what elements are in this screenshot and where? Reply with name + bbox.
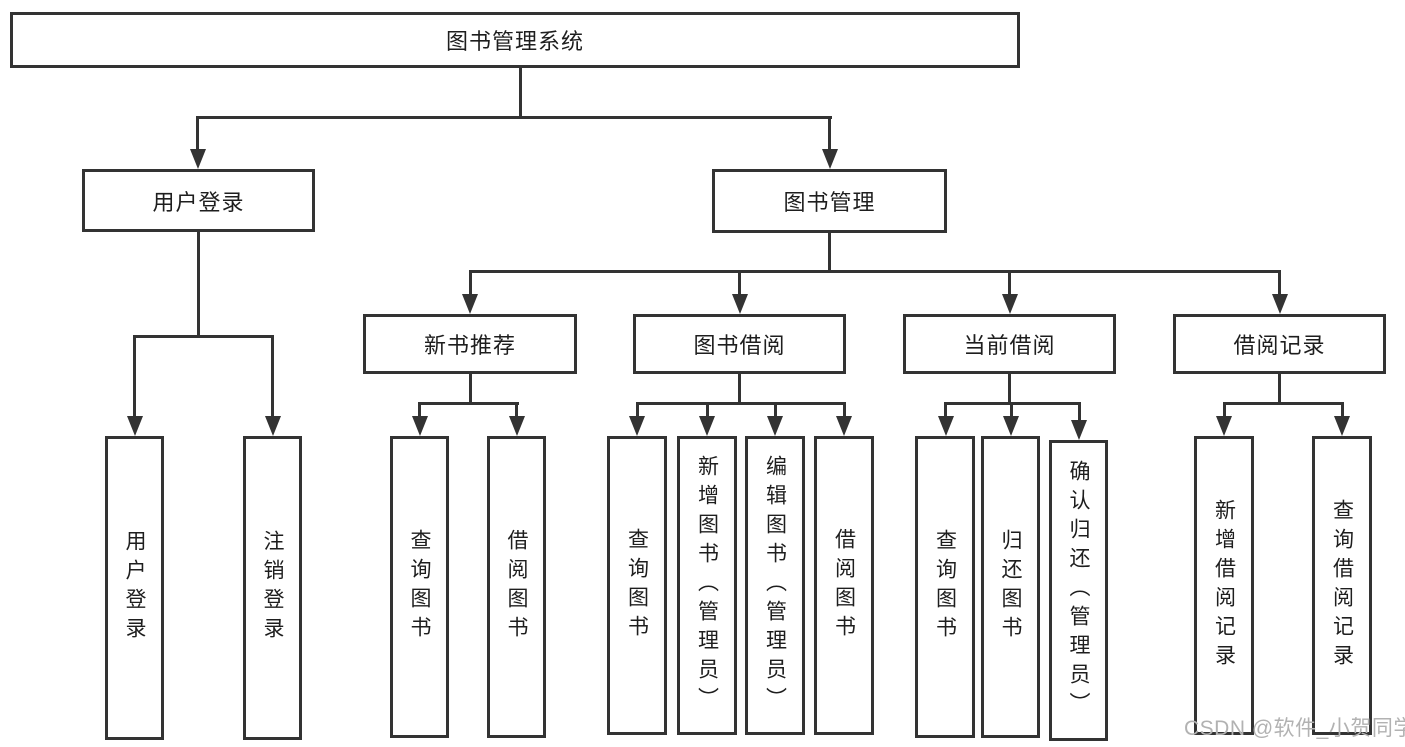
arrowhead-records-add (1216, 416, 1232, 436)
connector-drop-borrowing-edit (774, 402, 777, 418)
connector-borrowing-stem (738, 374, 741, 404)
connector-records-stem (1278, 374, 1281, 404)
connector-drop-borrowing-records (1278, 270, 1281, 298)
node-borrowing-records: 借阅记录 (1173, 314, 1386, 374)
leaf-current-query-books-label: 查询图书 (933, 529, 957, 645)
connector-drop-current-borrowing (1008, 270, 1011, 298)
arrowhead-current-confirm (1071, 420, 1087, 440)
connector-drop-records-query (1341, 402, 1344, 418)
connector-drop-recommend-query (418, 402, 421, 418)
leaf-logout: 注销登录 (243, 436, 302, 740)
leaf-recommend-query-books: 查询图书 (390, 436, 449, 738)
arrowhead-current-query (938, 416, 954, 436)
leaf-user-login: 用户登录 (105, 436, 164, 740)
connector-borrowing-hline (636, 402, 846, 405)
leaf-borrowing-query-books-label: 查询图书 (625, 527, 649, 644)
csdn-watermark: CSDN @软件_小贺同学 (1184, 717, 1405, 740)
node-current-borrowing-label: 当前借阅 (963, 333, 1056, 358)
node-new-book-recommend: 新书推荐 (363, 314, 577, 374)
leaf-recommend-borrow-books: 借阅图书 (487, 436, 546, 738)
arrowhead-borrowing-query (629, 416, 645, 436)
leaf-borrowing-borrow-books: 借阅图书 (814, 436, 874, 735)
leaf-records-query-record-label: 查询借阅记录 (1330, 498, 1354, 673)
node-current-borrowing: 当前借阅 (903, 314, 1116, 374)
leaf-current-query-books: 查询图书 (915, 436, 975, 738)
arrowhead-recommend-query (412, 416, 428, 436)
arrowhead-borrowing-records (1272, 294, 1288, 314)
connector-drop-leaf-logout (271, 335, 274, 418)
leaf-recommend-borrow-books-label: 借阅图书 (505, 529, 528, 645)
connector-drop-borrowing-borrow (843, 402, 846, 418)
connector-recommend-stem (469, 374, 472, 404)
leaf-borrowing-borrow-books-label: 借阅图书 (832, 527, 856, 644)
connector-drop-new-book-recommend (469, 270, 472, 298)
arrowhead-book-borrowing (732, 294, 748, 314)
leaf-user-login-label: 用户登录 (123, 530, 146, 646)
node-book-borrowing: 图书借阅 (633, 314, 846, 374)
arrowhead-borrowing-edit (767, 416, 783, 436)
leaf-current-confirm-return-admin: 确认归还（管理员） (1049, 440, 1108, 741)
connector-level2-hline (469, 270, 1281, 273)
leaf-recommend-query-books-label: 查询图书 (408, 529, 431, 645)
leaf-records-add-record-label: 新增借阅记录 (1212, 498, 1236, 673)
connector-user-login-hline (133, 335, 274, 338)
connector-drop-user-login (196, 116, 199, 153)
connector-recommend-hline (418, 402, 519, 405)
node-user-login-label: 用户登录 (152, 189, 245, 215)
arrowhead-book-management (822, 149, 838, 169)
arrowhead-borrowing-borrow (836, 416, 852, 436)
leaf-records-query-record: 查询借阅记录 (1312, 436, 1372, 735)
leaf-current-confirm-return-admin-label: 确认归还（管理员） (1067, 460, 1090, 721)
leaf-borrowing-add-books-admin: 新增图书（管理员） (677, 436, 737, 735)
connector-level1-hline (196, 116, 832, 119)
node-root-label: 图书管理系统 (445, 29, 584, 54)
connector-drop-borrowing-query (636, 402, 639, 418)
node-book-management-label: 图书管理 (783, 190, 876, 215)
node-user-login: 用户登录 (82, 169, 315, 232)
leaf-logout-label: 注销登录 (261, 530, 284, 646)
connector-current-hline (945, 402, 1081, 405)
connector-current-stem (1008, 374, 1011, 404)
leaf-borrowing-edit-books-admin: 编辑图书（管理员） (745, 436, 805, 735)
node-new-book-recommend-label: 新书推荐 (423, 333, 516, 358)
connector-records-hline (1223, 402, 1344, 405)
connector-drop-recommend-borrow (515, 402, 518, 418)
connector-drop-current-query (944, 402, 947, 418)
leaf-current-return-books-label: 归还图书 (999, 529, 1022, 645)
arrowhead-current-borrowing (1002, 294, 1018, 314)
connector-drop-leaf-user-login (133, 335, 136, 418)
connector-drop-book-management (828, 116, 831, 153)
arrowhead-leaf-user-login (127, 416, 143, 436)
arrowhead-current-return (1003, 416, 1019, 436)
arrowhead-records-query (1334, 416, 1350, 436)
connector-drop-borrowing-add (706, 402, 709, 418)
leaf-borrowing-add-books-admin-label: 新增图书（管理员） (695, 455, 719, 716)
connector-drop-records-add (1223, 402, 1226, 418)
arrowhead-new-book-recommend (462, 294, 478, 314)
leaf-borrowing-query-books: 查询图书 (607, 436, 667, 735)
arrowhead-leaf-logout (265, 416, 281, 436)
arrowhead-user-login (190, 149, 206, 169)
node-borrowing-records-label: 借阅记录 (1233, 333, 1326, 358)
connector-user-login-stem (197, 232, 200, 338)
leaf-current-return-books: 归还图书 (981, 436, 1040, 738)
connector-book-management-stem (828, 232, 831, 272)
arrowhead-borrowing-add (699, 416, 715, 436)
arrowhead-recommend-borrow (509, 416, 525, 436)
node-root: 图书管理系统 (10, 12, 1020, 68)
leaf-records-add-record: 新增借阅记录 (1194, 436, 1254, 735)
leaf-borrowing-edit-books-admin-label: 编辑图书（管理员） (763, 455, 787, 716)
connector-drop-book-borrowing (738, 270, 741, 298)
node-book-management: 图书管理 (712, 169, 947, 233)
connector-root-stem (519, 68, 522, 118)
node-book-borrowing-label: 图书借阅 (693, 333, 786, 358)
connector-drop-current-confirm (1078, 402, 1081, 422)
connector-drop-current-return (1010, 402, 1013, 418)
